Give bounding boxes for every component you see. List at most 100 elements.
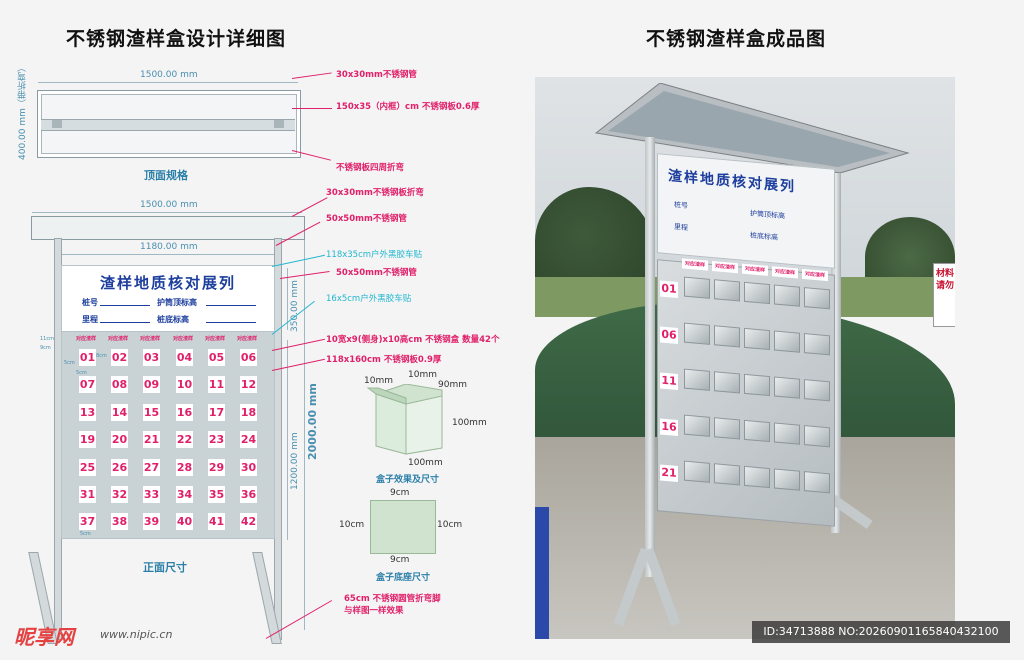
height-2000-dim: 2000.00 mm	[306, 383, 319, 460]
photo-sign: 渣样地质核对展列 桩号 护筒顶标高 里程 桩底标高	[657, 153, 835, 269]
annotation: 118x160cm 不锈钢板0.9厚	[326, 355, 442, 365]
box-label: 对应渣样	[140, 336, 161, 342]
photo-sample-box	[714, 279, 740, 302]
front-inner-width-dim: 1180.00 mm	[140, 242, 198, 252]
base-drawing	[370, 500, 436, 554]
box-label: 对应渣样	[173, 336, 194, 342]
box-number: 15	[143, 404, 160, 421]
box-number: 30	[240, 459, 257, 476]
sign-pile-label: 桩号	[82, 298, 98, 307]
annotation: 150x35（内框）cm 不锈钢板0.6厚	[336, 102, 480, 112]
small-dim: 8cm	[96, 353, 107, 359]
photo-sample-box	[774, 284, 800, 307]
box-number: 34	[176, 486, 193, 503]
height-350-dim: 350.00 mm	[290, 280, 300, 332]
photo-sign-title: 渣样地质核对展列	[668, 168, 796, 196]
box-number: 25	[79, 459, 96, 476]
photo-sample-box	[744, 373, 770, 397]
photo-side-number: 06	[660, 326, 678, 345]
top-width-dim-line	[38, 82, 298, 83]
box-number: 24	[240, 431, 257, 448]
box-number: 36	[240, 486, 257, 503]
box-number: 18	[240, 404, 257, 421]
box-number: 37	[79, 513, 96, 530]
box-dim: 100mm	[408, 458, 443, 468]
box-number: 10	[176, 376, 193, 393]
top-view-caption: 顶面规格	[144, 169, 188, 182]
box-number: 27	[143, 459, 160, 476]
photo-sample-box	[684, 368, 710, 391]
photo-side-number: 01	[660, 280, 678, 299]
small-dim: 9cm	[40, 345, 51, 351]
box-number: 13	[79, 404, 96, 421]
box-number: 03	[143, 349, 160, 366]
box-dim: 90mm	[438, 380, 467, 390]
photo-sample-box	[774, 422, 800, 445]
box-number: 11	[208, 376, 225, 393]
right-title: 不锈钢渣样盒成品图	[646, 28, 827, 50]
front-width-dim: 1500.00 mm	[140, 200, 198, 210]
photo-sample-box	[684, 322, 710, 345]
photo-sign-row2b: 桩底标高	[750, 231, 778, 242]
small-dim: 5cm	[80, 531, 91, 537]
box-number: 39	[143, 513, 160, 530]
box-number: 31	[79, 486, 96, 503]
box-number: 16	[176, 404, 193, 421]
photo-sample-box	[744, 281, 770, 305]
box-dim: 10mm	[364, 376, 393, 386]
sign-mileage-label: 里程	[82, 315, 98, 324]
photo-box-label: 对应渣样	[742, 263, 768, 276]
photo-sign-row1b: 护筒顶标高	[750, 209, 785, 221]
top-height-dim: 400.00 mm（带折弯）	[18, 63, 28, 160]
box-number: 04	[176, 349, 193, 366]
photo-sample-box	[684, 414, 710, 437]
box-number: 02	[111, 349, 128, 366]
box-number: 09	[143, 376, 160, 393]
annotation: 不锈钢板四周折弯	[336, 163, 405, 173]
photo-sample-box	[774, 376, 800, 399]
box-dim: 10mm	[408, 370, 437, 380]
watermark-url: www.nipic.cn	[100, 628, 173, 641]
right-post	[274, 238, 282, 640]
photo-side-number: 16	[660, 418, 678, 437]
annotation: 65cm 不锈钢圆管折弯脚	[344, 594, 441, 604]
box-number: 06	[240, 349, 257, 366]
base-dim-bottom: 9cm	[390, 555, 410, 565]
box-number: 38	[111, 513, 128, 530]
annotation: 118x35cm户外黑胶车贴	[326, 250, 423, 260]
box-number: 28	[176, 459, 193, 476]
small-dim: 5cm	[64, 360, 75, 366]
box-number: 32	[111, 486, 128, 503]
annotation: 50x50mm不锈钢管	[326, 214, 407, 224]
box-number: 35	[208, 486, 225, 503]
box-dim: 100mm	[452, 418, 487, 428]
annotation: 30x30mm不锈钢管	[336, 70, 417, 80]
box-number: 20	[111, 431, 128, 448]
annotation: 50x50mm不锈钢管	[336, 268, 417, 278]
photo-sample-box	[804, 333, 830, 356]
photo-sample-box	[714, 325, 740, 348]
photo-sample-box	[774, 468, 800, 491]
photo-sample-box	[804, 471, 830, 494]
box-number: 17	[208, 404, 225, 421]
box-drawing	[366, 384, 443, 455]
sign-title: 渣样地质核对展列	[99, 274, 236, 292]
box-label: 对应渣样	[237, 336, 258, 342]
top-view-frame	[37, 90, 301, 158]
photo-sample-box	[684, 460, 710, 483]
box-number: 29	[208, 459, 225, 476]
photo-sample-box	[744, 327, 770, 351]
box-number: 21	[143, 431, 160, 448]
small-dim: 11cm	[40, 336, 54, 342]
watermark-id: ID:34713888 NO:20260901165840432100	[752, 621, 1010, 643]
box-number: 14	[111, 404, 128, 421]
photo-side-number: 21	[660, 464, 678, 483]
front-view-caption: 正面尺寸	[143, 561, 187, 574]
photo-sample-box	[714, 417, 740, 440]
base-caption: 盒子底座尺寸	[376, 573, 431, 583]
box-label: 对应渣样	[76, 336, 97, 342]
photo-sample-box	[804, 379, 830, 402]
box-number: 12	[240, 376, 257, 393]
sign-pile-top-label: 护筒顶标高	[157, 298, 197, 307]
photo-roof	[594, 83, 910, 173]
